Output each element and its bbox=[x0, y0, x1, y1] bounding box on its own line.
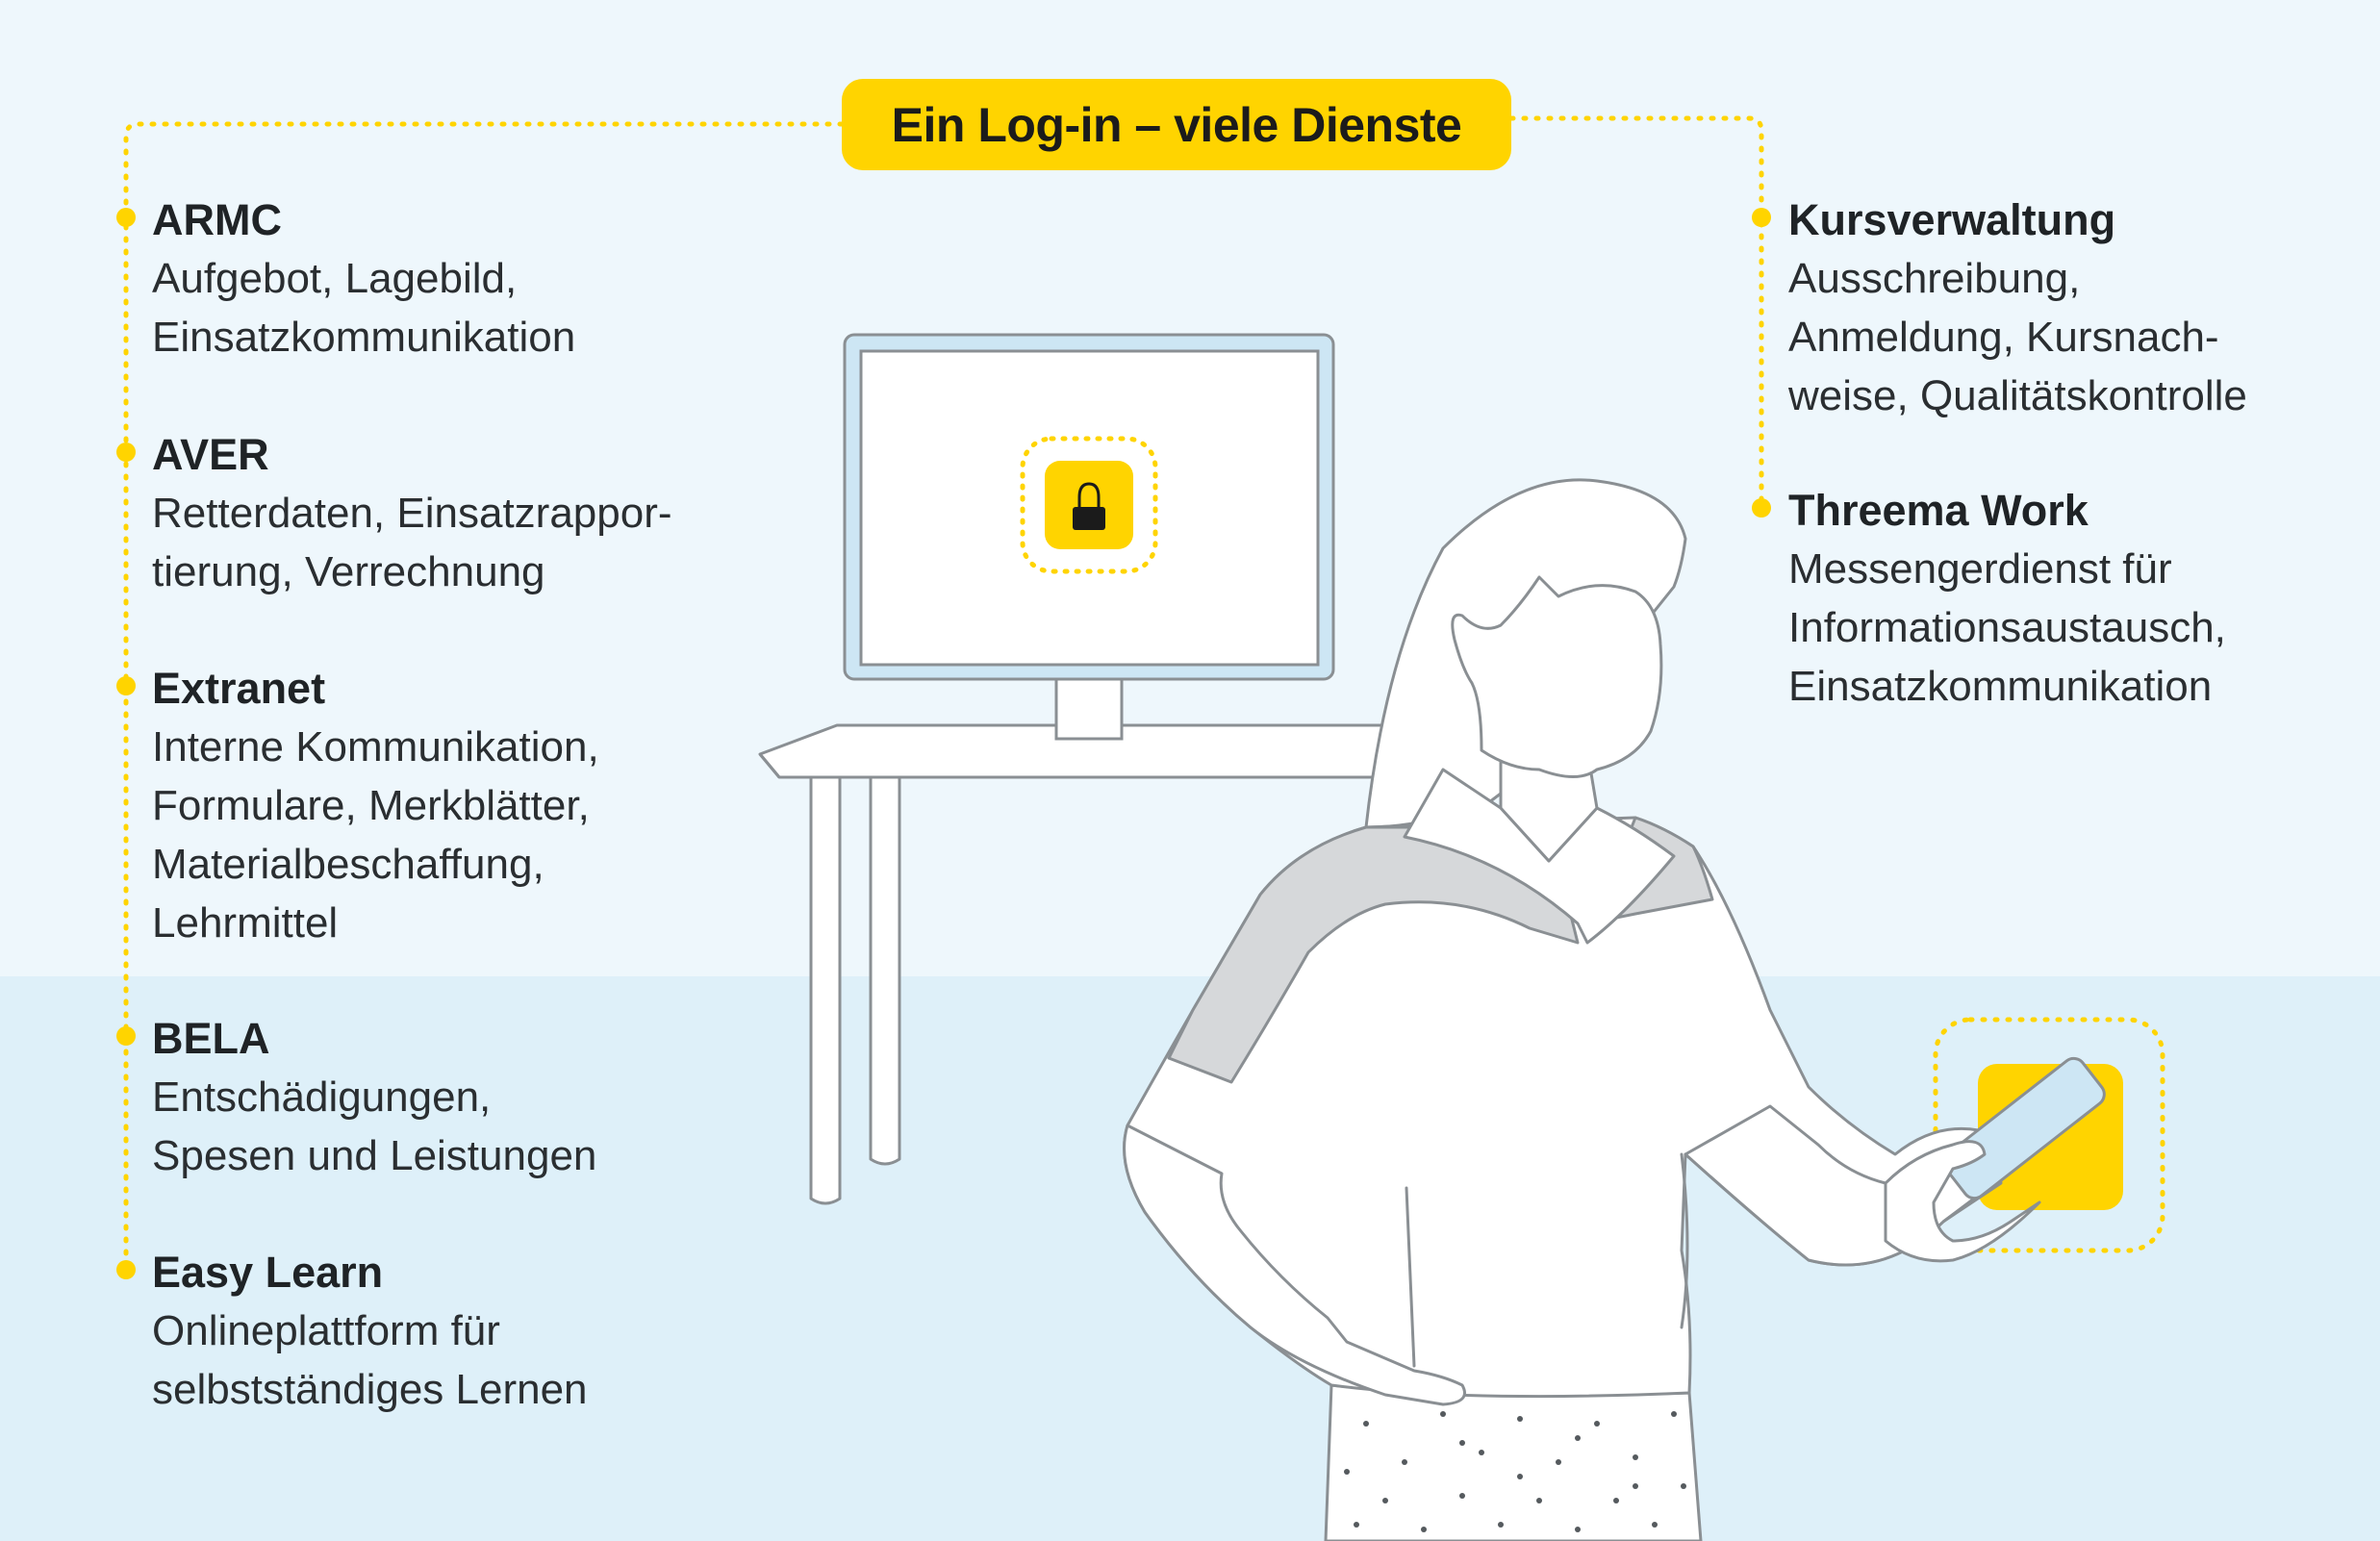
service-bela: BELA Entschädigungen, Spesen und Leistun… bbox=[152, 1009, 596, 1185]
phone bbox=[1942, 1056, 2106, 1200]
description-line: Aufgebot, Lagebild, bbox=[152, 255, 518, 302]
description-line: Messengerdienst für bbox=[1788, 545, 2172, 593]
description-line: weise, Qualitätskontrolle bbox=[1788, 372, 2247, 419]
service-description: Ausschreibung, Anmeldung, Kursnach- weis… bbox=[1788, 249, 2247, 425]
service-extranet: Extranet Interne Kommunikation, Formular… bbox=[152, 659, 599, 952]
dot-aver bbox=[116, 442, 136, 462]
service-threema-work: Threema Work Messengerdienst für Informa… bbox=[1788, 481, 2226, 716]
collar bbox=[1403, 768, 1676, 945]
description-line: Informationsaustausch, bbox=[1788, 604, 2226, 651]
description-line: Onlineplattform für bbox=[152, 1307, 500, 1354]
left-connector bbox=[123, 121, 845, 1273]
dot-bela bbox=[116, 1026, 136, 1046]
trouser-pattern bbox=[1344, 1411, 1686, 1532]
page-title: Ein Log-in – viele Dienste bbox=[842, 79, 1511, 170]
connector-lines bbox=[123, 115, 1764, 1273]
shirt-fold-right bbox=[1680, 1152, 1689, 1329]
dot-easy-learn bbox=[116, 1260, 136, 1279]
service-name: Extranet bbox=[152, 664, 326, 713]
service-aver: AVER Retterdaten, Einsatzrappor- tierung… bbox=[152, 425, 672, 601]
service-description: Entschädigungen, Spesen und Leistungen bbox=[152, 1068, 596, 1185]
desk-leg-back bbox=[869, 772, 901, 1166]
right-connector bbox=[1508, 115, 1764, 511]
description-line: Spesen und Leistungen bbox=[152, 1132, 597, 1179]
description-line: selbstständiges Lernen bbox=[152, 1366, 588, 1413]
description-line: Materialbeschaffung, bbox=[152, 841, 544, 888]
monitor-stand bbox=[1054, 671, 1124, 741]
service-kursverwaltung: Kursverwaltung Ausschreibung, Anmeldung,… bbox=[1788, 190, 2247, 425]
connector-dots bbox=[116, 208, 1771, 1279]
description-line: Einsatzkommunikation bbox=[1788, 663, 2213, 710]
service-name: ARMC bbox=[152, 195, 282, 244]
dot-extranet bbox=[116, 676, 136, 695]
shirt-fold-left bbox=[1405, 1186, 1416, 1368]
lock-icon bbox=[1073, 482, 1105, 530]
description-line: Formulare, Merkblätter, bbox=[152, 782, 590, 829]
service-easy-learn: Easy Learn Onlineplattform für selbststä… bbox=[152, 1243, 588, 1419]
hand bbox=[1884, 1140, 2041, 1263]
description-line: Anmeldung, Kursnach- bbox=[1788, 314, 2219, 361]
description-line: Einsatzkommunikation bbox=[152, 314, 576, 361]
description-line: Entschädigungen, bbox=[152, 1074, 492, 1121]
service-armc: ARMC Aufgebot, Lagebild, Einsatzkommunik… bbox=[152, 190, 575, 366]
lock-icon-tile bbox=[1045, 461, 1133, 549]
service-name: AVER bbox=[152, 430, 269, 479]
face bbox=[1451, 575, 1663, 778]
service-description: Interne Kommunikation, Formulare, Merkbl… bbox=[152, 718, 599, 952]
description-line: tierung, Verrechnung bbox=[152, 548, 545, 595]
desk-leg-front bbox=[809, 772, 842, 1205]
woman-figure bbox=[1123, 478, 2106, 1541]
desk-top-edge bbox=[758, 753, 781, 778]
app-icon-halo bbox=[1933, 1017, 2165, 1253]
service-description: Retterdaten, Einsatzrappor- tierung, Ver… bbox=[152, 484, 672, 601]
monitor bbox=[843, 333, 1335, 741]
description-line: Lehrmittel bbox=[152, 899, 339, 947]
service-name: Easy Learn bbox=[152, 1248, 384, 1297]
lock-icon-halo bbox=[1020, 436, 1158, 574]
service-description: Aufgebot, Lagebild, Einsatzkommunikation bbox=[152, 249, 575, 366]
description-line: Retterdaten, Einsatzrappor- bbox=[152, 490, 672, 537]
desk bbox=[758, 723, 1416, 1205]
service-name: Kursverwaltung bbox=[1788, 195, 2116, 244]
description-line: Ausschreibung, bbox=[1788, 255, 2081, 302]
service-description: Messengerdienst für Informationsaustausc… bbox=[1788, 540, 2226, 716]
service-description: Onlineplattform für selbstständiges Lern… bbox=[152, 1301, 588, 1419]
service-name: Threema Work bbox=[1788, 486, 2089, 535]
trousers bbox=[1324, 1383, 1703, 1541]
dot-armc bbox=[116, 208, 136, 227]
service-name: BELA bbox=[152, 1014, 270, 1063]
description-line: Interne Kommunikation, bbox=[152, 723, 599, 770]
left-arm bbox=[1123, 1124, 1466, 1406]
dot-threema-work bbox=[1752, 498, 1771, 518]
dot-kursverwaltung bbox=[1752, 208, 1771, 227]
